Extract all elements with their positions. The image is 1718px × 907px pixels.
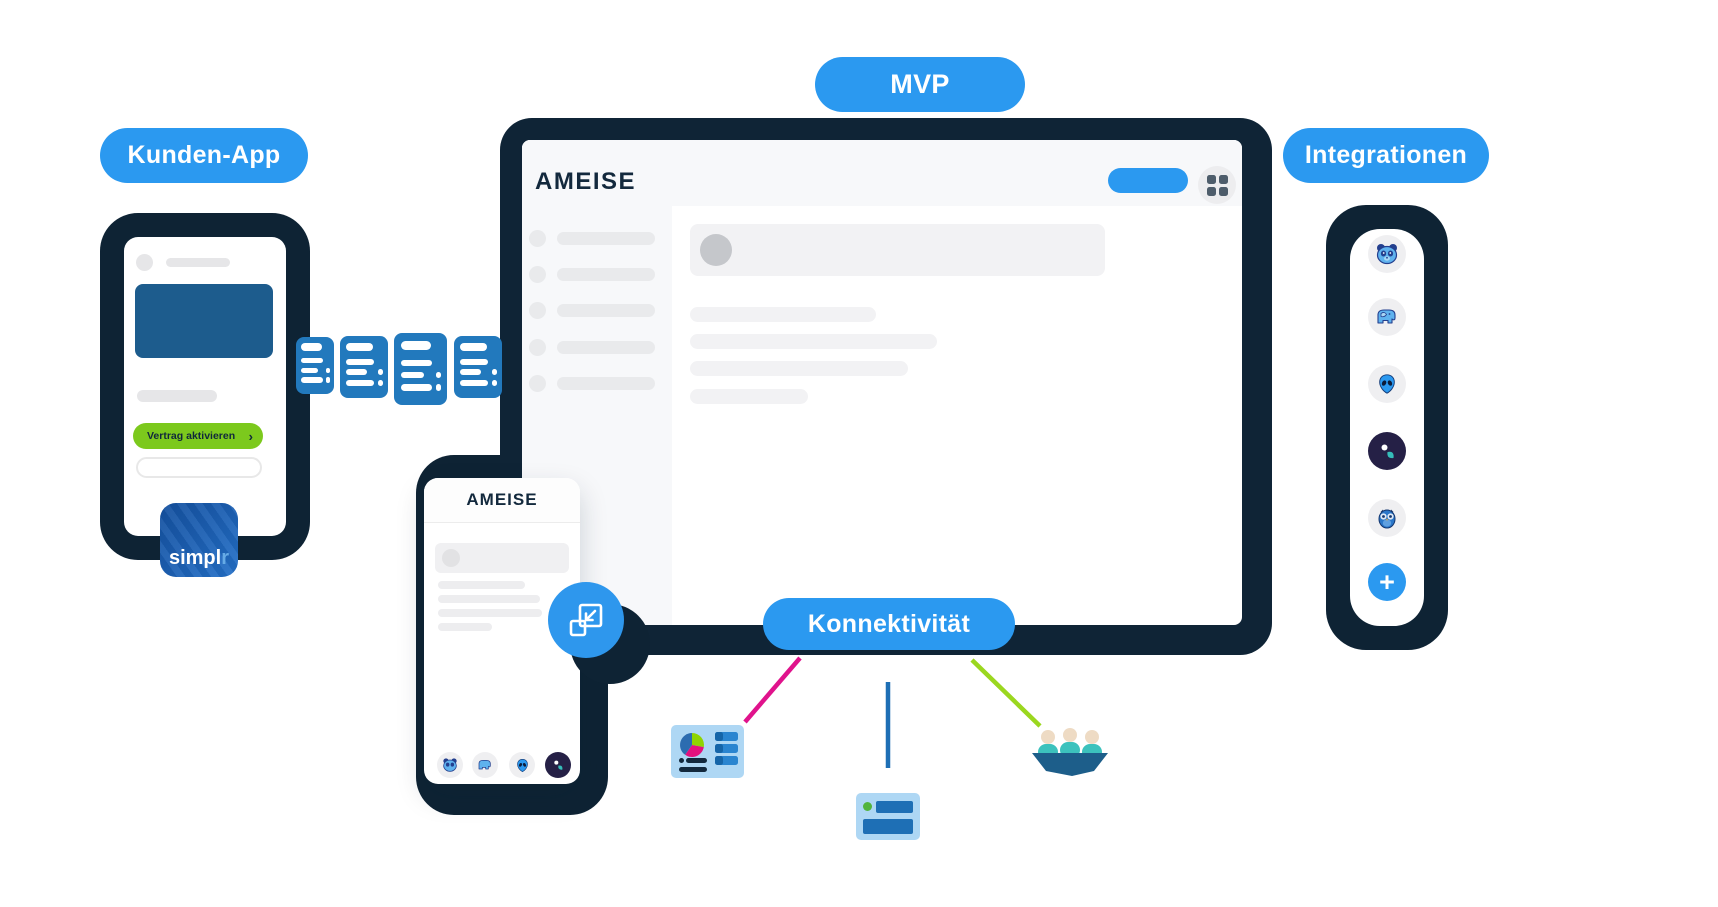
konnektivitaet-badge: Konnektivität <box>763 598 1015 650</box>
sidebar-item-skeleton[interactable] <box>522 339 672 356</box>
plus-icon: + <box>1379 566 1395 597</box>
integration-item-elephant[interactable] <box>1368 298 1406 336</box>
app-grid-button[interactable] <box>1198 166 1236 204</box>
mobile-integration-panda[interactable] <box>437 752 463 778</box>
dashboard-report-icon <box>671 725 744 778</box>
orbit-logo-icon <box>554 760 563 770</box>
grid-icon <box>1206 174 1228 196</box>
chevron-right-icon: › <box>248 428 253 444</box>
skeleton-line <box>438 623 492 631</box>
skeleton-line <box>137 390 217 402</box>
integration-item-panda[interactable] <box>1368 235 1406 273</box>
connector-magenta <box>743 656 802 724</box>
connectivity-lines <box>743 656 1042 768</box>
integration-item-owl[interactable] <box>1368 499 1406 537</box>
content-header-skeleton <box>435 543 569 573</box>
ameise-logo: AMEISE <box>535 168 637 195</box>
activate-contract-label: Vertrag aktivieren <box>147 430 236 442</box>
simplr-logo-main: simpl <box>168 547 222 569</box>
add-integration-button[interactable]: + <box>1368 563 1406 601</box>
simplr-logo-accent: r <box>221 547 230 569</box>
activate-contract-button[interactable]: Vertrag aktivieren › <box>133 423 263 449</box>
header-action-button[interactable] <box>1108 168 1188 193</box>
skeleton-line <box>438 609 542 617</box>
sidebar-item-skeleton[interactable] <box>522 230 672 247</box>
panda-icon <box>443 758 457 772</box>
kunden-app-badge: Kunden-App <box>100 128 308 183</box>
elephant-icon <box>1377 309 1396 324</box>
skeleton-line <box>690 307 876 322</box>
mvp-badge: MVP <box>815 57 1025 112</box>
document-transfer-icon <box>296 337 334 394</box>
integrations-bar: + <box>1326 205 1448 650</box>
input-field[interactable] <box>136 457 262 478</box>
skeleton-line <box>438 581 525 589</box>
avatar <box>700 234 732 266</box>
sidebar-item-skeleton[interactable] <box>522 375 672 392</box>
avatar <box>442 549 460 567</box>
responsive-scale-button[interactable] <box>548 582 624 658</box>
integrationen-badge: Integrationen <box>1283 128 1489 183</box>
orbit-logo-icon <box>1381 444 1394 459</box>
content-header-skeleton <box>690 224 1105 276</box>
elephant-icon <box>478 759 491 770</box>
customer-phone-screen: Vertrag aktivieren › <box>124 237 286 536</box>
simplr-app-icon: simplr <box>160 503 238 577</box>
skeleton-line <box>438 595 540 603</box>
document-transfer-icon <box>340 336 388 398</box>
scale-down-icon <box>569 603 603 637</box>
mobile-integration-elephant[interactable] <box>472 752 498 778</box>
skeleton-line <box>166 258 230 267</box>
panda-icon <box>1376 244 1398 265</box>
connector-green <box>970 658 1042 728</box>
ameise-app-screen: AMEISE <box>522 140 1242 625</box>
avatar <box>136 254 153 271</box>
document-transfer-icon <box>394 333 447 405</box>
panel-body <box>863 819 913 834</box>
mobile-app-header: AMEISE <box>424 478 580 523</box>
skeleton-line <box>690 389 808 404</box>
ameise-logo-mobile: AMEISE <box>466 490 538 509</box>
owl-icon <box>1378 509 1396 529</box>
image-placeholder <box>135 284 273 358</box>
alien-icon <box>1379 374 1395 394</box>
integration-item-alien[interactable] <box>1368 365 1406 403</box>
status-dot-icon <box>863 802 872 811</box>
skeleton-line <box>690 361 908 376</box>
document-transfer-icon <box>454 336 502 398</box>
team-icon <box>1032 728 1108 776</box>
integration-item-orbit[interactable] <box>1368 432 1406 470</box>
mobile-integration-orbit[interactable] <box>545 752 571 778</box>
sidebar-item-skeleton[interactable] <box>522 302 672 319</box>
mobile-app-screen: AMEISE <box>424 478 580 784</box>
mvp-laptop-mockup: AMEISE <box>500 118 1272 655</box>
mobile-integration-alien[interactable] <box>509 752 535 778</box>
browser-panel-icon <box>856 793 920 840</box>
skeleton-line <box>690 334 937 349</box>
pie-report-icon <box>679 732 738 772</box>
panel-titlebar <box>876 801 913 813</box>
sidebar-item-skeleton[interactable] <box>522 266 672 283</box>
customer-phone-mockup: Vertrag aktivieren › <box>100 213 310 560</box>
alien-icon <box>516 758 528 772</box>
integrations-panel: + <box>1350 229 1424 626</box>
